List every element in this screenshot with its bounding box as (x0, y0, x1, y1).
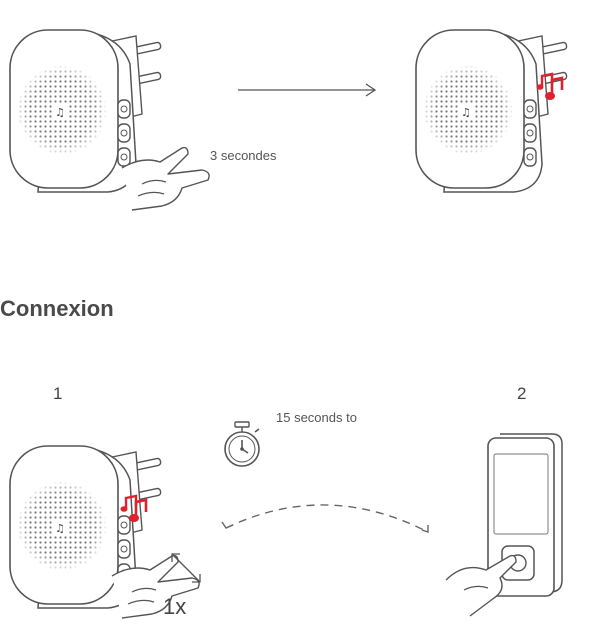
doorbell-push-illustration (445, 433, 563, 617)
receiver-after-illustration (415, 29, 568, 193)
receiver-before-illustration (9, 29, 210, 211)
stopwatch-icon (224, 421, 260, 467)
step-number-1: 1 (53, 384, 63, 403)
step-number-2: 2 (517, 384, 527, 403)
timer-caption: 15 seconds to (276, 410, 357, 425)
receiver-pairing-illustration (9, 445, 200, 619)
arrow-right-icon (238, 83, 377, 97)
wireless-link-arc (221, 504, 429, 533)
section-title-connexion: Connexion (0, 296, 114, 321)
press-count-label: 1x (163, 594, 187, 619)
hand-icon (445, 554, 517, 617)
double-arrow-icon (171, 553, 201, 583)
hold-duration-caption: 3 secondes (210, 148, 277, 163)
